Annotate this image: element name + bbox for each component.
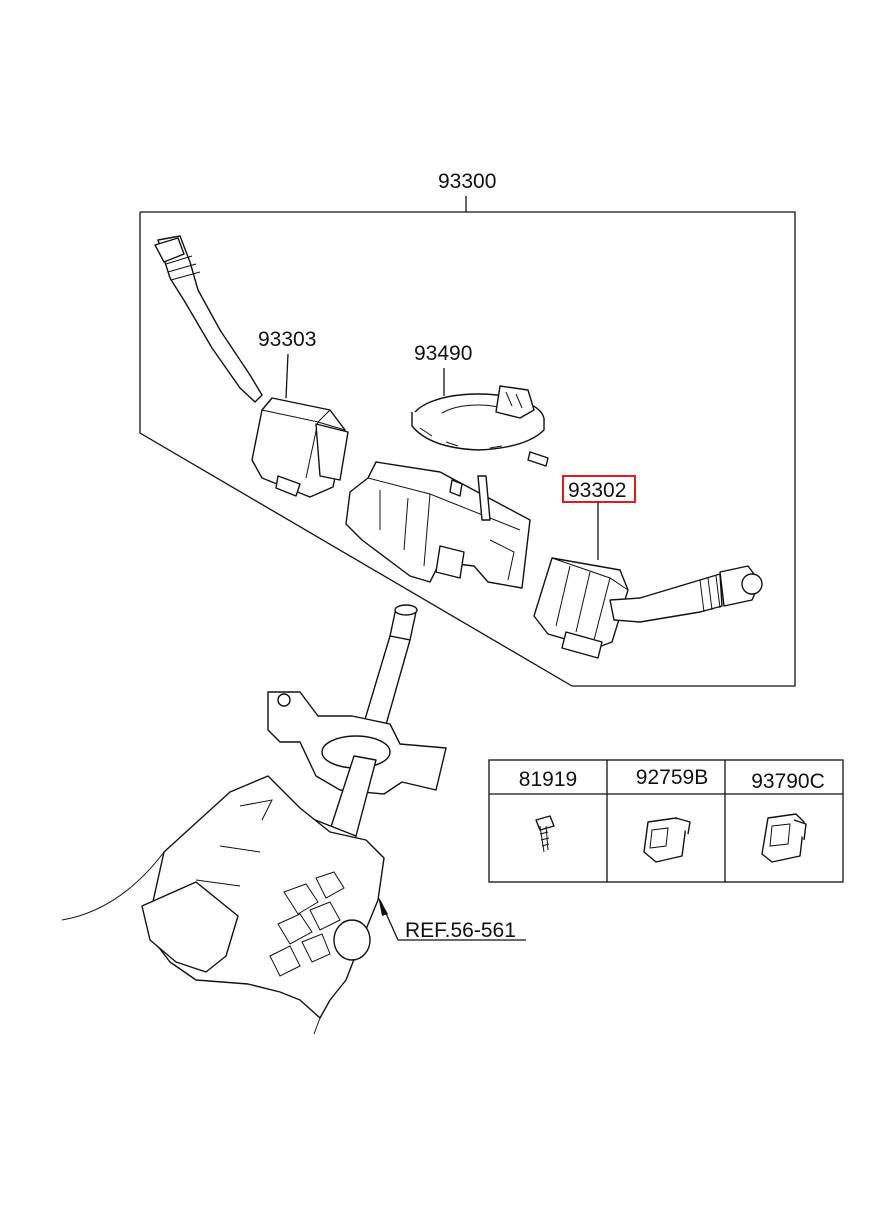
label-right-switch[interactable]: 93302 (568, 479, 626, 502)
switch-body-part[interactable] (345, 461, 531, 589)
label-assembly[interactable]: 93300 (438, 170, 496, 193)
left-switch-part[interactable] (154, 235, 349, 498)
label-left-switch[interactable]: 93303 (258, 328, 316, 351)
connector-icon[interactable] (643, 817, 691, 863)
clock-spring-part[interactable] (411, 385, 549, 467)
assembly-outline (139, 196, 796, 687)
right-switch-part[interactable] (533, 557, 763, 659)
reference-leader (378, 896, 526, 941)
table-header-81919[interactable]: 81919 (519, 768, 577, 791)
switch-icon[interactable] (761, 813, 807, 863)
steering-column-part (61, 604, 447, 1035)
table-header-92759b[interactable]: 92759B (636, 766, 708, 789)
right-switch-highlight (562, 475, 636, 503)
parts-table (488, 759, 844, 883)
label-reference[interactable]: REF.56-561 (405, 919, 516, 942)
table-header-93790c[interactable]: 93790C (751, 770, 825, 793)
leader-left-switch (285, 353, 289, 399)
label-clock-spring[interactable]: 93490 (414, 342, 472, 365)
bolt-icon[interactable] (535, 815, 555, 853)
